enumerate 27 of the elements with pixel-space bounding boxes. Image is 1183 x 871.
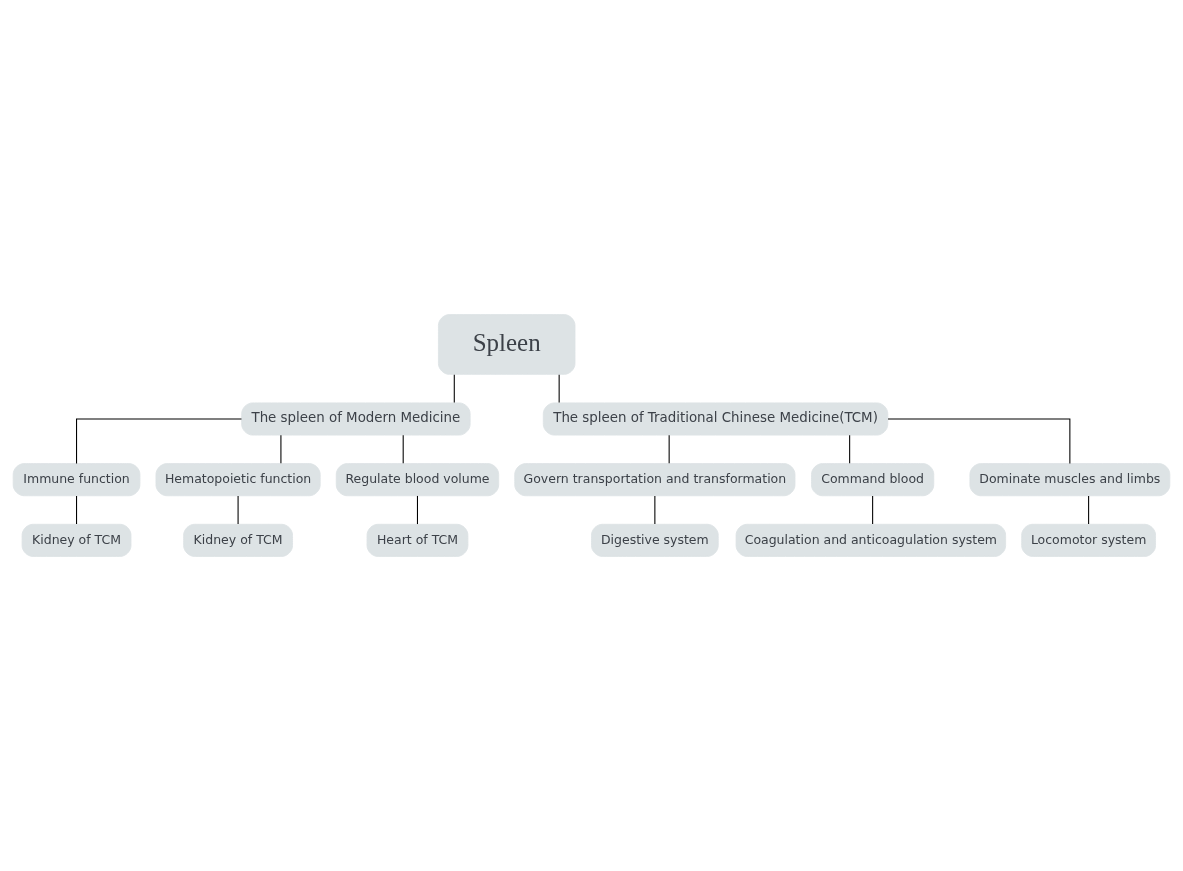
connector	[76, 495, 78, 525]
node-box: Command blood	[811, 463, 935, 497]
connector	[668, 434, 670, 464]
node-box: Kidney of TCM	[183, 523, 293, 557]
connector	[453, 374, 455, 404]
connector	[558, 374, 560, 404]
node-box: Coagulation and anticoagulation system	[735, 523, 1007, 557]
connector	[1088, 495, 1090, 525]
connector	[887, 418, 1071, 464]
node-box: Hematopoietic function	[155, 463, 321, 497]
node-box: The spleen of Traditional Chinese Medicine(TCM)	[542, 402, 889, 436]
node-box: Spleen	[438, 314, 576, 375]
node-box: The spleen of Modern Medicine	[241, 402, 471, 436]
node-box: Regulate blood volume	[335, 463, 500, 497]
node-box: Dominate muscles and limbs	[969, 463, 1171, 497]
node-box: Govern transportation and transformation	[514, 463, 796, 497]
connector	[849, 434, 851, 464]
node-box: Heart of TCM	[366, 523, 469, 557]
node-box: Kidney of TCM	[21, 523, 132, 557]
connector	[76, 418, 242, 464]
connector	[402, 434, 404, 464]
connector	[654, 495, 656, 525]
node-box: Immune function	[12, 463, 141, 497]
connector	[416, 495, 418, 525]
connector	[872, 495, 874, 525]
node-box: Locomotor system	[1021, 523, 1156, 557]
node-box: Digestive system	[591, 523, 719, 557]
